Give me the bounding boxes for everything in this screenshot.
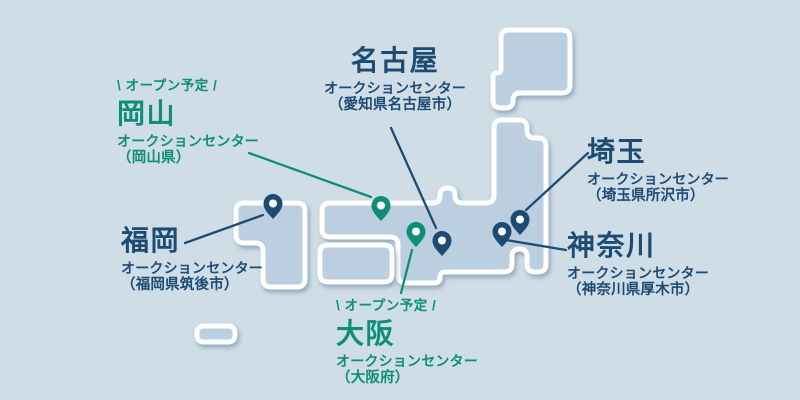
facility-name: オークションセンター [336, 352, 478, 369]
city-name: 岡山 [117, 97, 177, 129]
address: （埼玉県所沢市） [587, 188, 705, 205]
facility-name: オークションセンター [324, 79, 466, 96]
map-pin-fukuoka[interactable] [263, 194, 283, 219]
address: （大阪府） [336, 370, 410, 387]
address: （愛知県名古屋市） [328, 97, 462, 114]
pin-hole [498, 227, 506, 236]
label-osaka: \ オープン予定 / 大阪 オークションセンター （大阪府） [336, 298, 478, 387]
label-okayama: \ オープン予定 / 岡山 オークションセンター （岡山県） [117, 78, 259, 167]
connector-line-okayama [247, 151, 373, 199]
facility-name: オークションセンター [587, 170, 729, 187]
connector-line-fukuoka [183, 213, 265, 245]
map-pin-okayama[interactable] [371, 196, 391, 221]
connector-line-kanagawa [504, 238, 568, 252]
pin-hole [377, 201, 385, 210]
city-name: 福岡 [121, 225, 181, 256]
island-shikoku [317, 242, 395, 285]
address: （岡山県） [117, 150, 191, 167]
pin-hole [438, 236, 446, 245]
map-pin-osaka[interactable] [406, 222, 426, 247]
address: （福岡県筑後市） [121, 277, 239, 294]
label-kanagawa: 神奈川 オークションセンター （神奈川県厚木市） [567, 230, 709, 299]
facility-name: オークションセンター [121, 259, 263, 276]
map-pin-nagoya[interactable] [432, 231, 452, 256]
island-honshu [319, 117, 549, 286]
open-soon-badge: \ オープン予定 / [336, 298, 437, 313]
connector-line-nagoya [389, 126, 438, 230]
facility-name: オークションセンター [567, 264, 709, 281]
city-name: 埼玉 [587, 136, 647, 167]
pin-hole [412, 227, 420, 236]
city-name: 大阪 [336, 317, 396, 349]
pin-hole [516, 215, 524, 224]
address: （神奈川県厚木市） [567, 282, 700, 299]
island-hokkaido [490, 27, 573, 111]
connector-line-saitama [524, 151, 590, 212]
city-name: 名古屋 [350, 45, 440, 76]
connector-line-osaka [399, 248, 414, 295]
label-saitama: 埼玉 オークションセンター （埼玉県所沢市） [587, 136, 729, 205]
island-okinawa [194, 323, 238, 345]
open-soon-badge: \ オープン予定 / [117, 78, 218, 93]
label-nagoya: 名古屋 オークションセンター （愛知県名古屋市） [300, 45, 490, 114]
facility-name: オークションセンター [117, 132, 259, 149]
map-pin-saitama[interactable] [510, 210, 530, 235]
island-kyushu [233, 200, 308, 290]
map-pin-kanagawa[interactable] [492, 222, 512, 247]
city-name: 神奈川 [567, 230, 656, 261]
pin-hole [269, 199, 277, 208]
label-fukuoka: 福岡 オークションセンター （福岡県筑後市） [121, 225, 263, 294]
